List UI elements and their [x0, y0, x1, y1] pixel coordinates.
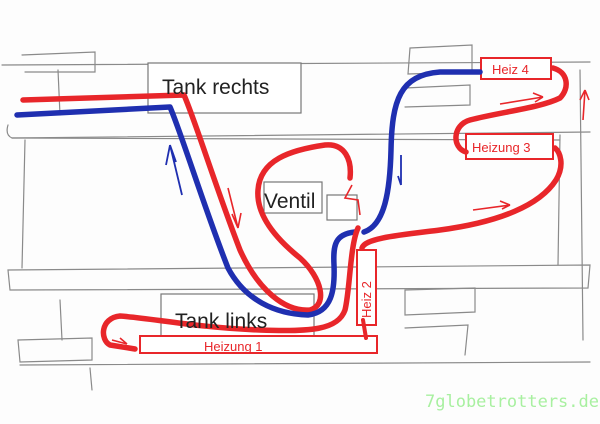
supply-pipe-heater-3-4: [359, 145, 564, 251]
arrow-up-icon: [165, 144, 183, 196]
heater-3-label: Heizung 3: [472, 140, 531, 155]
valve-label: Ventil: [264, 190, 315, 213]
tank-right-label: Tank rechts: [162, 76, 269, 99]
valve-box: [263, 181, 323, 214]
valve-red-zigzag: [343, 184, 361, 216]
heater-4-label: Heiz 4: [492, 62, 529, 77]
heater-3-box: [465, 133, 554, 160]
return-pipe-right: [361, 69, 483, 235]
heater-2-label: Heiz 2: [359, 281, 374, 318]
arrow-right-icon: [499, 92, 544, 105]
arrow-right-icon: [111, 337, 128, 345]
arrow-right-icon: [472, 200, 511, 211]
arrow-up-icon: [579, 89, 590, 121]
supply-pipe-heater-4: [453, 65, 569, 155]
tank-right-box: [147, 62, 302, 114]
heater-2-box: [356, 249, 377, 326]
flow-arrows: [111, 89, 590, 345]
arrow-down-icon: [397, 155, 402, 186]
heater-1-box: [139, 335, 378, 354]
tank-left-label: Tank links: [175, 310, 267, 333]
background-sketch: [1, 44, 591, 391]
arrow-down-icon: [227, 187, 242, 229]
watermark: 7globetrotters.de: [425, 392, 599, 412]
heater-1-label: Heizung 1: [204, 339, 263, 354]
return-pipe-main: [14, 104, 358, 318]
heater-2-outlet: [361, 318, 368, 340]
supply-pipe-heater-1: [100, 225, 361, 352]
supply-pipe-main: [20, 92, 354, 313]
